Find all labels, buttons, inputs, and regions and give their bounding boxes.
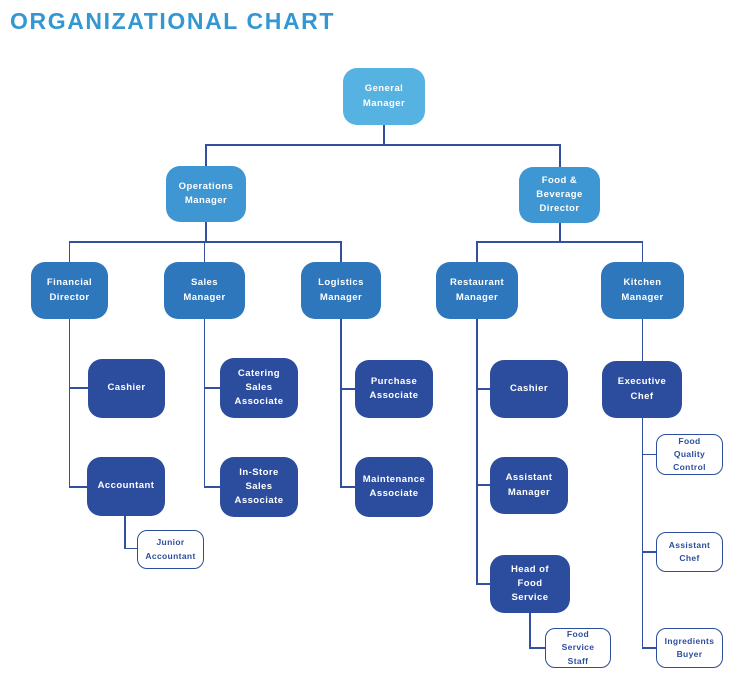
connector-line	[476, 242, 478, 262]
org-node-maintenance-associate: Maintenance Associate	[355, 457, 433, 517]
org-node-cashier-operations: Cashier	[88, 359, 165, 418]
org-node-sales-manager: Sales Manager	[164, 262, 245, 319]
connector-line	[641, 453, 657, 456]
connector-line	[203, 387, 221, 389]
org-node-head-of-food-service: Head of Food Service	[490, 555, 570, 613]
org-node-operations-manager: Operations Manager	[166, 166, 246, 222]
connector-line	[476, 484, 491, 486]
org-node-cashier-restaurant: Cashier	[490, 360, 568, 418]
org-node-junior-accountant: Junior Accountant	[137, 530, 204, 569]
connector-line	[68, 387, 89, 389]
connector-line	[641, 551, 657, 553]
org-node-in-store-sales-associate: In-Store Sales Associate	[220, 457, 298, 517]
connector-line	[203, 319, 206, 488]
connector-line	[476, 241, 644, 243]
connector-line	[203, 486, 221, 488]
org-node-food-quality-control: Food Quality Control	[656, 434, 723, 475]
org-node-accountant: Accountant	[87, 457, 165, 516]
org-node-general-manager: General Manager	[343, 68, 425, 125]
org-node-financial-director: Financial Director	[31, 262, 108, 319]
connector-line	[205, 145, 207, 167]
connector-line	[205, 144, 561, 146]
org-node-kitchen-manager: Kitchen Manager	[601, 262, 684, 319]
connector-line	[124, 547, 138, 550]
connector-line	[340, 486, 356, 488]
org-node-executive-chef: Executive Chef	[602, 361, 682, 418]
connector-line	[383, 125, 385, 145]
connector-line	[68, 242, 71, 262]
connector-line	[559, 223, 561, 242]
connector-line	[340, 319, 342, 488]
org-node-ingredients-buyer: Ingredients Buyer	[656, 628, 723, 668]
connector-line	[68, 319, 71, 488]
connector-line	[476, 319, 478, 585]
org-node-logistics-manager: Logistics Manager	[301, 262, 381, 319]
org-node-catering-sales-associate: Catering Sales Associate	[220, 358, 298, 418]
org-node-restaurant-manager: Restaurant Manager	[436, 262, 518, 319]
org-node-food-service-staff: Food Service Staff	[545, 628, 611, 668]
connector-line	[68, 241, 342, 243]
org-node-food-beverage-director: Food & Beverage Director	[519, 167, 600, 223]
connector-line	[641, 242, 644, 262]
connector-line	[529, 613, 531, 649]
connector-line	[476, 583, 491, 585]
connector-line	[641, 418, 644, 649]
connector-line	[68, 486, 88, 488]
org-node-purchase-associate: Purchase Associate	[355, 360, 433, 418]
connector-line	[641, 647, 657, 649]
connector-line	[641, 319, 644, 361]
connector-line	[203, 242, 206, 262]
connector-line	[340, 242, 342, 262]
connector-line	[340, 388, 356, 390]
connector-line	[124, 516, 126, 550]
connector-line	[205, 222, 207, 242]
connector-line	[559, 145, 561, 168]
org-node-assistant-manager: Assistant Manager	[490, 457, 568, 514]
org-node-assistant-chef: Assistant Chef	[656, 532, 723, 572]
page-title: ORGANIZATIONAL CHART	[10, 8, 336, 34]
connector-line	[476, 388, 491, 390]
connector-line	[529, 647, 546, 649]
